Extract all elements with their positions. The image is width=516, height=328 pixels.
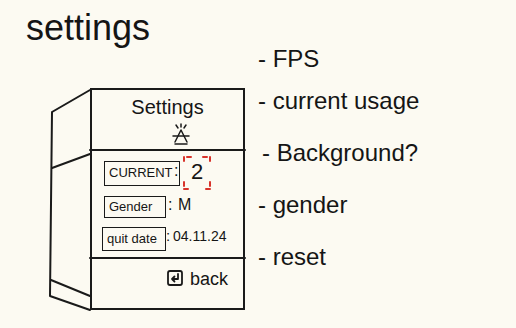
panel-heading: Settings	[92, 96, 243, 118]
icon-arrow	[172, 274, 178, 282]
icon-stroke	[175, 143, 187, 145]
field-label: Gender	[109, 200, 152, 214]
sketch-title: settings	[26, 8, 150, 48]
feature-note: - FPS	[258, 46, 319, 72]
separator-line	[90, 257, 245, 259]
highlight-bracket	[184, 157, 210, 189]
icon-stroke	[173, 135, 189, 137]
feature-note: - gender	[258, 192, 347, 218]
settings-panel: CURRENT Gender quit date Settings back	[90, 88, 245, 310]
settings-icon	[173, 124, 189, 144]
phone-side-stroke	[52, 154, 90, 168]
field-value: 2	[191, 160, 203, 184]
field-box: Gender	[104, 196, 166, 218]
colon: :	[174, 162, 178, 180]
colon: :	[166, 228, 170, 245]
feature-note: - current usage	[258, 88, 419, 114]
feature-note: - reset	[258, 244, 326, 270]
field-box: CURRENT	[104, 161, 180, 186]
phone-side	[50, 90, 90, 310]
icon-stroke	[176, 124, 186, 128]
back-icon	[168, 271, 182, 285]
separator-line	[90, 149, 245, 151]
colon: :	[168, 196, 172, 214]
field-label: quit date	[107, 232, 157, 246]
field-label: CURRENT	[109, 166, 173, 180]
field-value: M	[178, 196, 191, 214]
phone-side-stroke	[51, 280, 90, 296]
bracket-stroke	[184, 157, 210, 189]
icon-frame	[168, 271, 182, 285]
back-label: back	[190, 270, 228, 290]
feature-note: - Background?	[262, 140, 418, 166]
field-value: 04.11.24	[173, 229, 226, 244]
field-box: quit date	[102, 227, 166, 251]
